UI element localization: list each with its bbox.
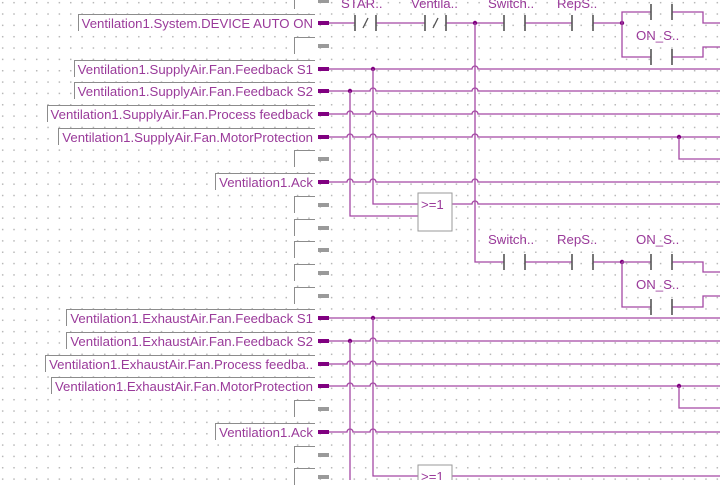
- wire: [329, 133, 720, 138]
- contact-switch: [503, 15, 526, 31]
- empty-input-slot[interactable]: [294, 241, 315, 258]
- input-variable[interactable]: Ventilation1.ExhaustAir.Fan.Feedback S2: [66, 332, 315, 349]
- input-variable[interactable]: Ventilation1.SupplyAir.Fan.MotorProtecti…: [58, 128, 315, 145]
- input-variable[interactable]: Ventilation1.SupplyAir.Fan.Feedback S2: [73, 82, 315, 99]
- empty-input-slot[interactable]: [294, 0, 315, 9]
- contact-on-s-2b: [650, 299, 673, 315]
- input-pin[interactable]: [318, 67, 329, 71]
- input-variable[interactable]: Ventilation1.ExhaustAir.Fan.Feedback S1: [66, 309, 315, 326]
- wire: [329, 87, 720, 92]
- wire: [622, 261, 720, 273]
- wire: [474, 23, 622, 263]
- input-pin[interactable]: [318, 362, 329, 366]
- empty-input-slot[interactable]: [294, 150, 315, 167]
- wire: [349, 91, 418, 217]
- wire: [678, 137, 720, 160]
- input-pin[interactable]: [318, 407, 329, 411]
- empty-input-slot[interactable]: [294, 196, 315, 213]
- wire: [452, 200, 720, 205]
- wire: [329, 428, 720, 433]
- empty-input-slot[interactable]: [294, 264, 315, 281]
- contact-label-switch: Switch..: [488, 0, 534, 11]
- input-pin[interactable]: [318, 203, 329, 207]
- contact-on-s-bottom: [650, 49, 673, 65]
- input-pin[interactable]: [318, 226, 329, 230]
- input-pin[interactable]: [318, 316, 329, 320]
- contact-label-reps: RepS..: [557, 0, 597, 11]
- input-pin[interactable]: [318, 453, 329, 457]
- input-variable[interactable]: Ventilation1.Ack: [215, 173, 315, 190]
- wire: [329, 178, 720, 183]
- contact-on-s-2a: [650, 254, 673, 270]
- or-block-2-label: >=1: [421, 469, 444, 480]
- input-variable[interactable]: Ventilation1.System.DEVICE AUTO ON: [77, 14, 315, 31]
- contact-label-ventila: Ventila..: [411, 0, 458, 11]
- wire: [329, 65, 720, 70]
- empty-input-slot[interactable]: [294, 219, 315, 236]
- empty-input-slot[interactable]: [294, 37, 315, 54]
- contact-star-nc: [354, 15, 377, 31]
- empty-input-slot[interactable]: [294, 287, 315, 304]
- input-variable[interactable]: Ventilation1.Ack: [215, 423, 315, 440]
- input-pin[interactable]: [318, 0, 329, 3]
- input-pin[interactable]: [318, 430, 329, 434]
- contact-reps: [571, 15, 594, 31]
- wire: [621, 11, 720, 24]
- input-pin[interactable]: [318, 294, 329, 298]
- wire: [621, 23, 720, 58]
- input-variable[interactable]: Ventilation1.SupplyAir.Fan.Feedback S1: [73, 60, 315, 77]
- input-variable[interactable]: Ventilation1.ExhaustAir.Fan.MotorProtect…: [50, 377, 315, 394]
- wire: [329, 360, 720, 365]
- input-pin[interactable]: [318, 21, 329, 25]
- input-pin[interactable]: [318, 157, 329, 161]
- contact-label-on-s-2b: ON_S..: [636, 277, 679, 292]
- wire: [329, 382, 720, 387]
- wire: [621, 262, 720, 308]
- wire: [329, 110, 720, 115]
- input-variable[interactable]: Ventilation1.ExhaustAir.Fan.Process feed…: [45, 355, 315, 372]
- input-pin[interactable]: [318, 44, 329, 48]
- wire: [372, 69, 418, 205]
- contact-switch-2: [503, 254, 526, 270]
- wire: [678, 386, 720, 409]
- input-pin[interactable]: [318, 248, 329, 252]
- input-pin[interactable]: [318, 89, 329, 93]
- input-pin[interactable]: [318, 180, 329, 184]
- contact-label-on-s: ON_S..: [636, 28, 679, 43]
- contact-reps-2: [571, 254, 594, 270]
- input-variable[interactable]: Ventilation1.SupplyAir.Fan.Process feedb…: [46, 105, 315, 122]
- empty-input-slot[interactable]: [294, 446, 315, 463]
- empty-input-slot[interactable]: [294, 400, 315, 417]
- input-pin[interactable]: [318, 339, 329, 343]
- input-pin[interactable]: [318, 135, 329, 139]
- input-pin[interactable]: [318, 384, 329, 388]
- wire: [329, 337, 720, 342]
- input-pin[interactable]: [318, 475, 329, 479]
- contact-ventila-nc: [424, 15, 447, 31]
- wire: [372, 318, 418, 477]
- contact-label-reps-2: RepS..: [557, 232, 597, 247]
- contact-label-star: STAR..: [341, 0, 383, 11]
- or-block-2[interactable]: [417, 464, 453, 480]
- contact-on-s-top: [650, 4, 673, 20]
- input-pin[interactable]: [318, 112, 329, 116]
- or-block-label: >=1: [421, 197, 444, 212]
- or-block[interactable]: [417, 192, 453, 232]
- contact-label-switch-2: Switch..: [488, 232, 534, 247]
- contact-ventila-nc-slash: [432, 17, 439, 29]
- contact-label-on-s-2a: ON_S..: [636, 232, 679, 247]
- input-pin[interactable]: [318, 271, 329, 275]
- contact-star-nc-slash: [362, 17, 369, 29]
